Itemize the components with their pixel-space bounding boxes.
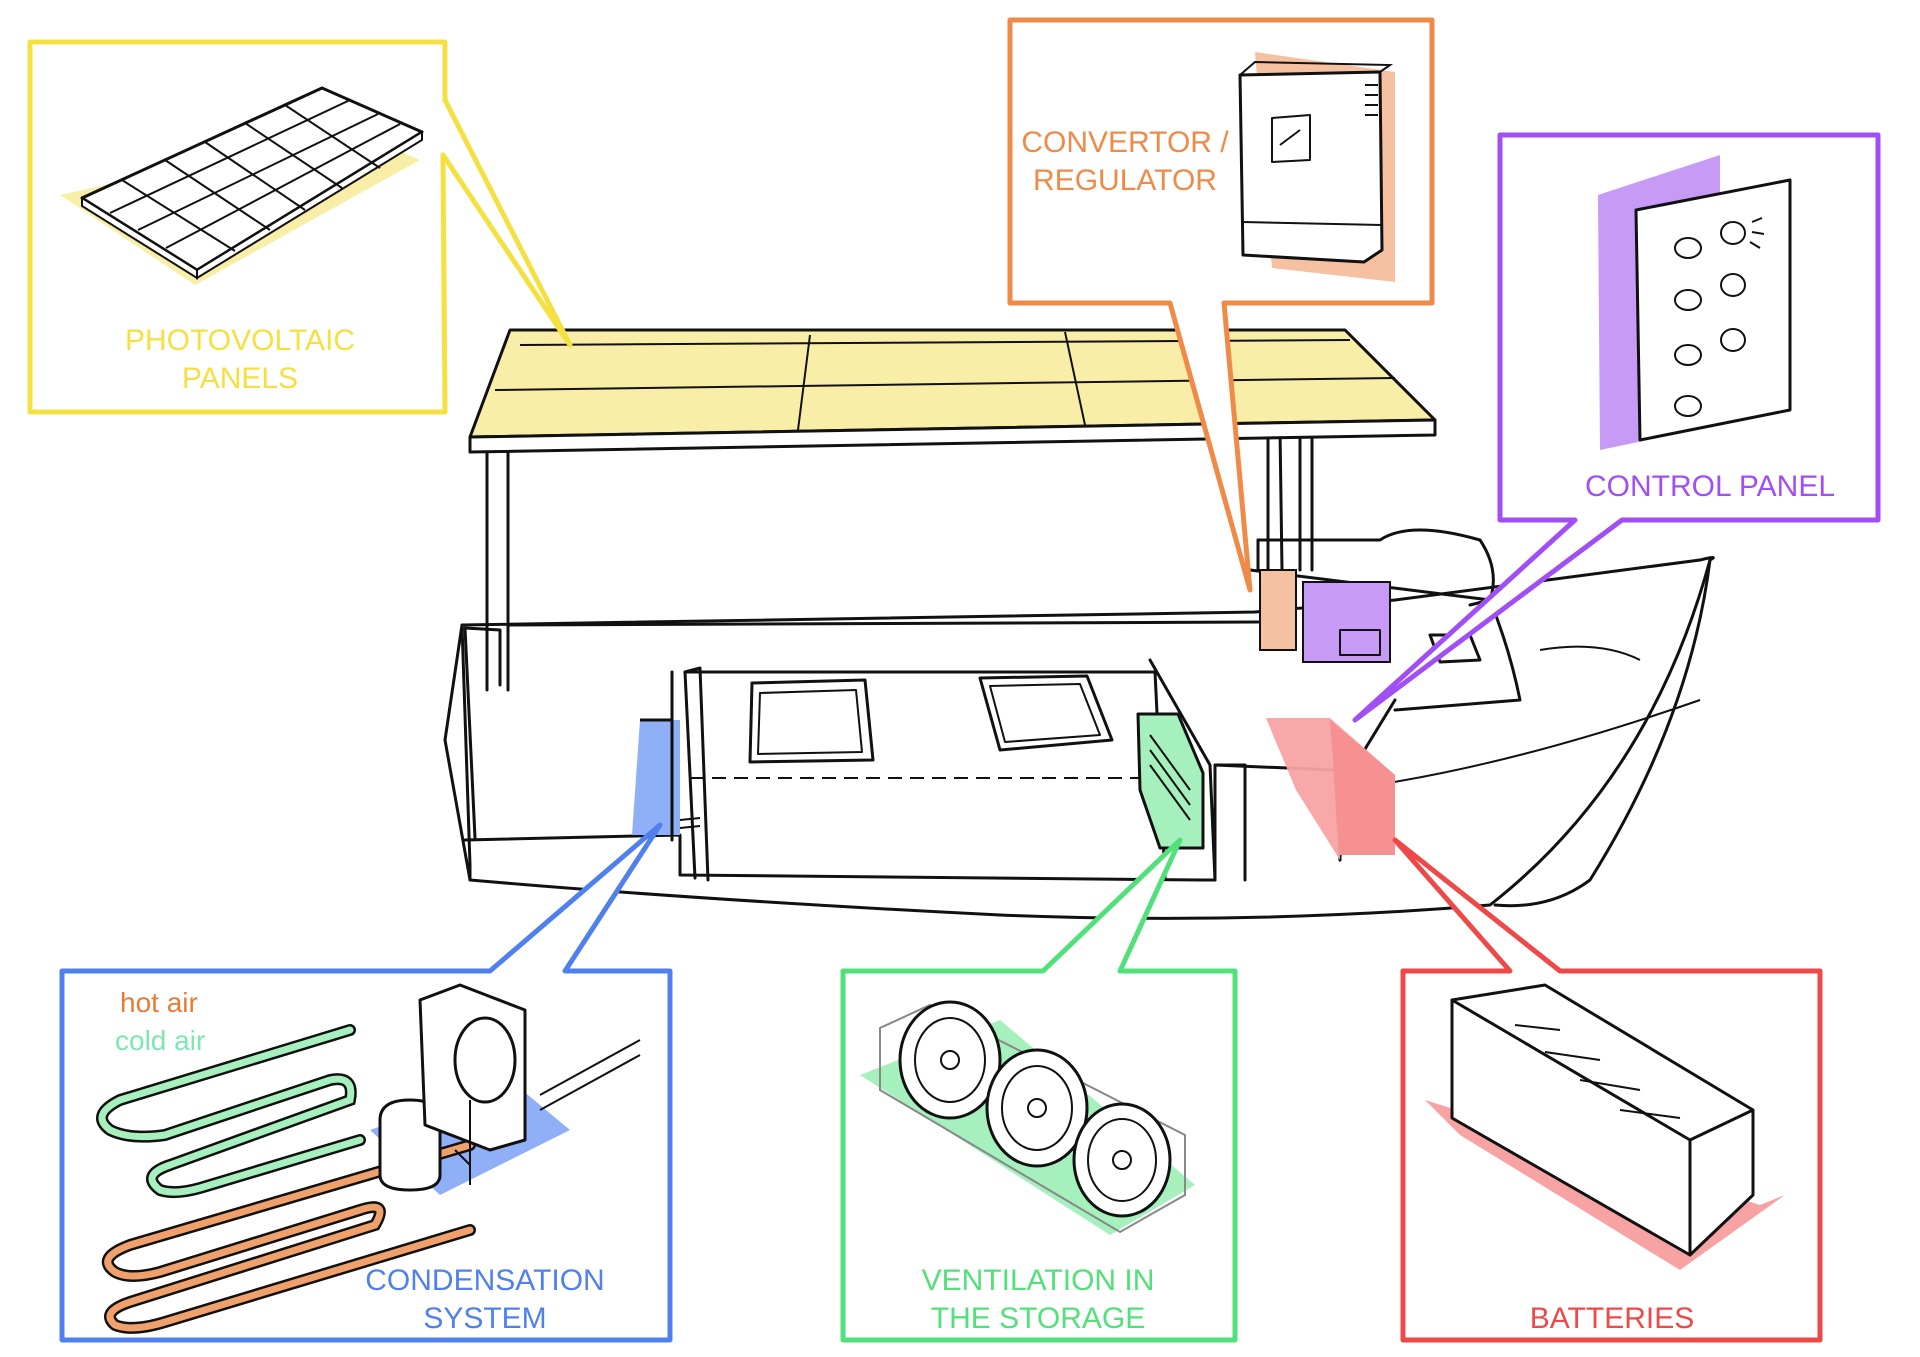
condensation-label-line2: SYSTEM [423,1302,546,1335]
condensation-label-line1: CONDENSATION [365,1264,604,1297]
control-panel-device-illustration [1598,155,1792,450]
ventilation-illustration [860,1000,1195,1235]
convertor-label-line1: CONVERTOR / [1021,126,1229,159]
cold-air-label: cold air [115,1025,205,1056]
convertor-label-line2: REGULATOR [1033,164,1217,197]
control-panel-label: CONTROL PANEL [1585,470,1835,503]
photovoltaic-label-line1: PHOTOVOLTAIC [125,324,355,357]
solar-roof [468,328,1437,454]
photovoltaic-callout [27,39,573,415]
hot-air-label: hot air [120,987,198,1018]
boat-highlights [632,569,1395,860]
condensation-illustration [96,983,641,1334]
condensation-callout [59,822,673,1343]
batteries-illustration [1425,983,1785,1270]
ventilation-label-line2: THE STORAGE [931,1302,1145,1335]
batteries-label: BATTERIES [1530,1302,1694,1335]
convertor-illustration [1238,52,1395,282]
solar-panel-illustration [60,86,424,285]
photovoltaic-label-line2: PANELS [182,362,298,395]
ventilation-label-line1: VENTILATION IN [922,1264,1155,1297]
